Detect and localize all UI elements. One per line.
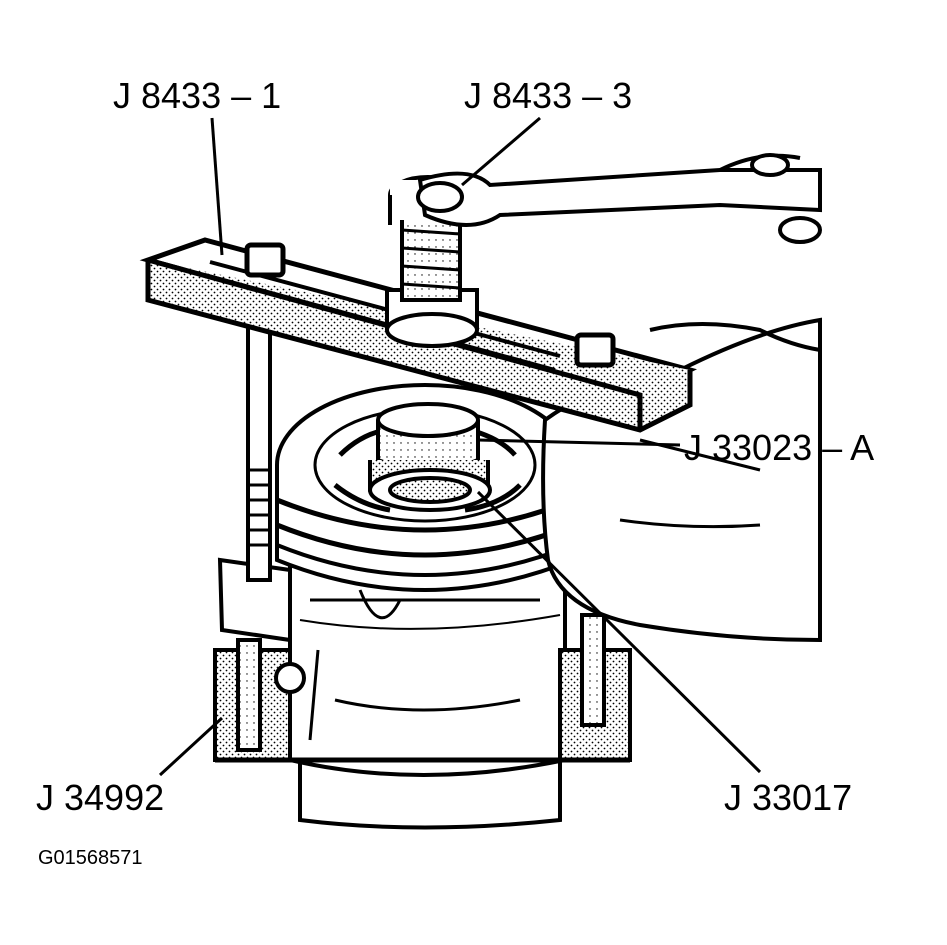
- label-j33017: J 33017: [724, 777, 853, 818]
- leader-j33017: [476, 490, 762, 774]
- leader-j34992: [158, 716, 224, 777]
- label-j8433-3: J 8433 – 3: [464, 75, 633, 116]
- center-adapter: [368, 402, 492, 512]
- label-j8433-1: J 8433 – 1: [113, 75, 282, 116]
- wrench: [416, 153, 822, 244]
- leader-j8433-1: [210, 117, 224, 256]
- leader-lines: [158, 116, 762, 777]
- leader-j33023a: [477, 438, 681, 447]
- compressor-body: [288, 560, 567, 830]
- figure-id: G01568571: [38, 847, 143, 869]
- holding-fixture: [213, 557, 632, 763]
- puller-bolt-left: [246, 298, 272, 582]
- label-j34992: J 34992: [36, 777, 165, 818]
- label-j33023-a: J 33023 – A: [684, 427, 875, 468]
- leader-j8433-3: [461, 116, 541, 187]
